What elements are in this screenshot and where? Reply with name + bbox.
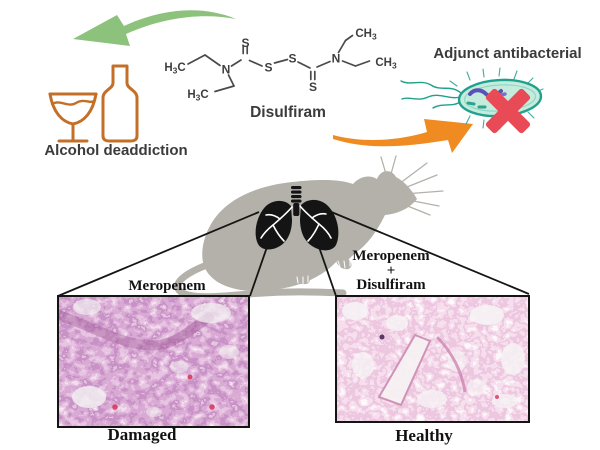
group-label-ch3-right: CH3 [375,57,397,71]
meropenem-panel-title: Meropenem [128,278,206,294]
cocktail-glass-icon [48,92,98,143]
atom-label-n1: N [222,63,231,77]
callout-lines [57,210,530,297]
title-line-2: + [386,262,396,279]
damaged-caption: Damaged [107,425,177,444]
atom-label-n2: N [332,52,341,66]
chemical-bonds [187,34,371,93]
atom-label-s1: S [241,36,249,50]
lungs-icon [255,186,339,251]
title-line-1: Meropenem [352,248,430,264]
group-label-ch3-upper: CH3 [355,28,377,42]
disulfiram-structure: S S S S N N H3C H3C CH3 CH3 [164,28,397,103]
histology-damaged-image [57,295,250,428]
green-arrow-icon [73,10,236,46]
healthy-caption: Healthy [395,426,453,445]
healthy-tissue-art [337,297,528,421]
atom-label-s4: S [309,80,317,94]
adjunct-antibacterial-label: Adjunct antibacterial [433,45,582,62]
orange-arrow-icon [333,119,473,153]
red-cross-icon [485,88,531,134]
rat-toes [296,259,351,285]
group-label-h3c-lower: H3C [187,89,208,103]
histology-healthy-image [335,295,530,423]
disulfiram-label: Disulfiram [250,104,326,121]
atom-label-s2: S [264,61,272,75]
atom-label-s3: S [288,52,296,66]
flagella [400,80,463,109]
alcohol-deaddiction-label: Alcohol deaddiction [44,142,188,159]
damaged-tissue-art [59,297,248,426]
rat-whiskers [380,155,444,216]
bronchi [260,205,332,242]
title-line-3: Disulfiram [356,277,426,293]
meropenem-disulfiram-panel-title: Meropenem + Disulfiram [331,249,451,293]
group-label-h3c-upper: H3C [164,62,185,76]
bottle-icon [101,64,139,143]
